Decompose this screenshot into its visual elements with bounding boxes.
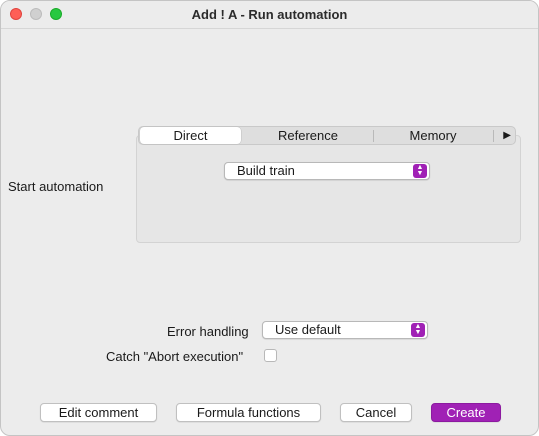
automation-source-tabs: Direct Reference Memory ▶ (138, 126, 516, 145)
automation-select[interactable]: Build train ▲▼ (224, 162, 430, 180)
cancel-button[interactable]: Cancel (340, 403, 412, 422)
edit-comment-button[interactable]: Edit comment (40, 403, 157, 422)
automation-source-panel (136, 135, 521, 243)
close-window-button[interactable] (10, 8, 22, 20)
start-automation-label: Start automation (8, 179, 104, 194)
catch-abort-checkbox[interactable] (264, 349, 277, 362)
automation-select-value: Build train (237, 163, 295, 178)
up-down-chevron-icon: ▲▼ (413, 164, 427, 178)
catch-abort-label: Catch "Abort execution" (106, 349, 244, 364)
tab-separator (493, 130, 494, 142)
error-handling-select-value: Use default (275, 322, 341, 337)
error-handling-label: Error handling (167, 324, 249, 339)
minimize-window-button[interactable] (30, 8, 42, 20)
create-button[interactable]: Create (431, 403, 501, 422)
maximize-window-button[interactable] (50, 8, 62, 20)
tab-reference[interactable]: Reference (278, 128, 338, 143)
tab-direct[interactable]: Direct (140, 127, 241, 144)
up-down-chevron-icon: ▲▼ (411, 323, 425, 337)
formula-functions-button[interactable]: Formula functions (176, 403, 321, 422)
error-handling-select[interactable]: Use default ▲▼ (262, 321, 428, 339)
window-title: Add ! A - Run automation (191, 7, 348, 22)
tab-separator (373, 130, 374, 142)
tab-memory[interactable]: Memory (409, 128, 457, 143)
title-bar: Add ! A - Run automation (1, 1, 538, 29)
triangle-right-icon[interactable]: ▶ (503, 130, 511, 141)
